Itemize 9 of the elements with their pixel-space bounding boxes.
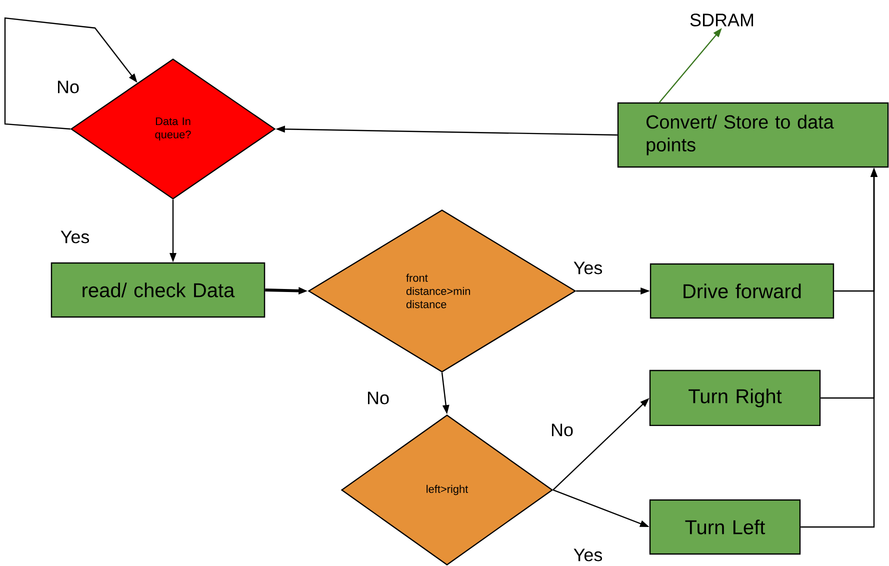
edge-label: Yes [59, 229, 92, 245]
process-box: Drive forward [650, 263, 834, 319]
process-box: Turn Left [649, 499, 801, 555]
process-box: read/ check Data [50, 262, 266, 318]
text-label: SDRAM [690, 14, 754, 26]
edge-label: No [365, 390, 391, 406]
process-box: Turn Right [649, 370, 821, 426]
edge-label: Yes [572, 547, 604, 563]
process-box: Convert/ Store to data points [617, 102, 889, 168]
